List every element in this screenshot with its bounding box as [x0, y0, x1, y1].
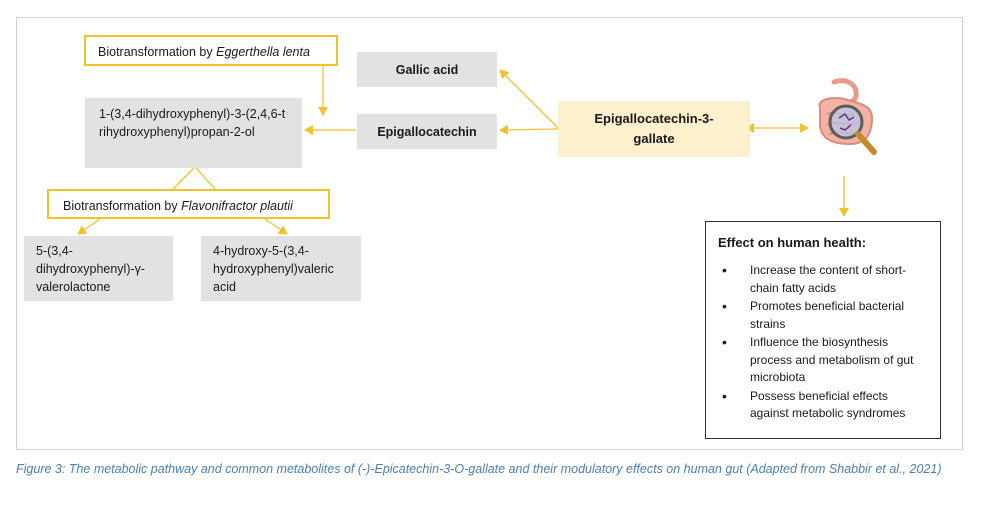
egcg-box: Epigallocatechin-3-gallate — [558, 101, 750, 157]
figure-frame — [16, 17, 963, 450]
gallic-acid-label: Gallic acid — [395, 62, 459, 77]
valeric-acid-label: 4-hydroxy-5-(3,4-hydroxyphenyl)valeric a… — [213, 244, 334, 294]
propanol-label: 1-(3,4-dihydroxyphenyl)-3-(2,4,6-trihydr… — [99, 107, 286, 139]
health-list: Increase the content of short-chain fatt… — [718, 262, 928, 423]
health-item: Possess beneficial effects against metab… — [718, 388, 928, 423]
arrow-propanol-to-flavonifractor-right — [194, 166, 216, 190]
propanol-box: 1-(3,4-dihydroxyphenyl)-3-(2,4,6-trihydr… — [85, 98, 302, 168]
arrow-egcg-to-gallic — [499, 69, 559, 129]
arrow-propanol-to-flavonifractor-left — [172, 166, 196, 190]
bio-flavonifractor-organism: Flavonifractor plautii — [181, 199, 293, 213]
bio-flavonifractor-prefix: Biotransformation by — [63, 199, 182, 213]
valerolactone-label: 5-(3,4-dihydroxyphenyl)-γ-valerolactone — [36, 244, 146, 294]
gut-magnifier-icon — [818, 78, 877, 155]
health-effects-box: Effect on human health: Increase the con… — [705, 221, 941, 439]
arrow-flavonifractor-to-valerolactone — [77, 218, 101, 235]
health-item: Promotes beneficial bacterial strains — [718, 298, 928, 333]
arrow-flavonifractor-to-valeric — [264, 218, 288, 235]
gallic-acid-box: Gallic acid — [357, 52, 497, 87]
egcg-label: Epigallocatechin-3-gallate — [594, 111, 714, 146]
figure-caption: Figure 3: The metabolic pathway and comm… — [16, 462, 942, 476]
epigallocatechin-label: Epigallocatechin — [377, 124, 477, 139]
valerolactone-box: 5-(3,4-dihydroxyphenyl)-γ-valerolactone — [24, 236, 173, 301]
health-title: Effect on human health: — [718, 235, 867, 250]
bio-eggerthella-prefix: Biotransformation by — [98, 45, 217, 59]
bio-eggerthella-organism: Eggerthella lenta — [216, 45, 310, 59]
health-item: Increase the content of short-chain fatt… — [718, 262, 928, 297]
bio-eggerthella-box: Biotransformation by Eggerthella lenta — [84, 35, 338, 66]
epigallocatechin-box: Epigallocatechin — [357, 114, 497, 149]
health-item: Influence the biosynthesis process and m… — [718, 334, 928, 387]
arrow-egcg-to-epigallocatechin — [499, 124, 559, 135]
bio-flavonifractor-box: Biotransformation by Flavonifractor plau… — [47, 189, 330, 219]
valeric-acid-box: 4-hydroxy-5-(3,4-hydroxyphenyl)valeric a… — [201, 236, 361, 301]
